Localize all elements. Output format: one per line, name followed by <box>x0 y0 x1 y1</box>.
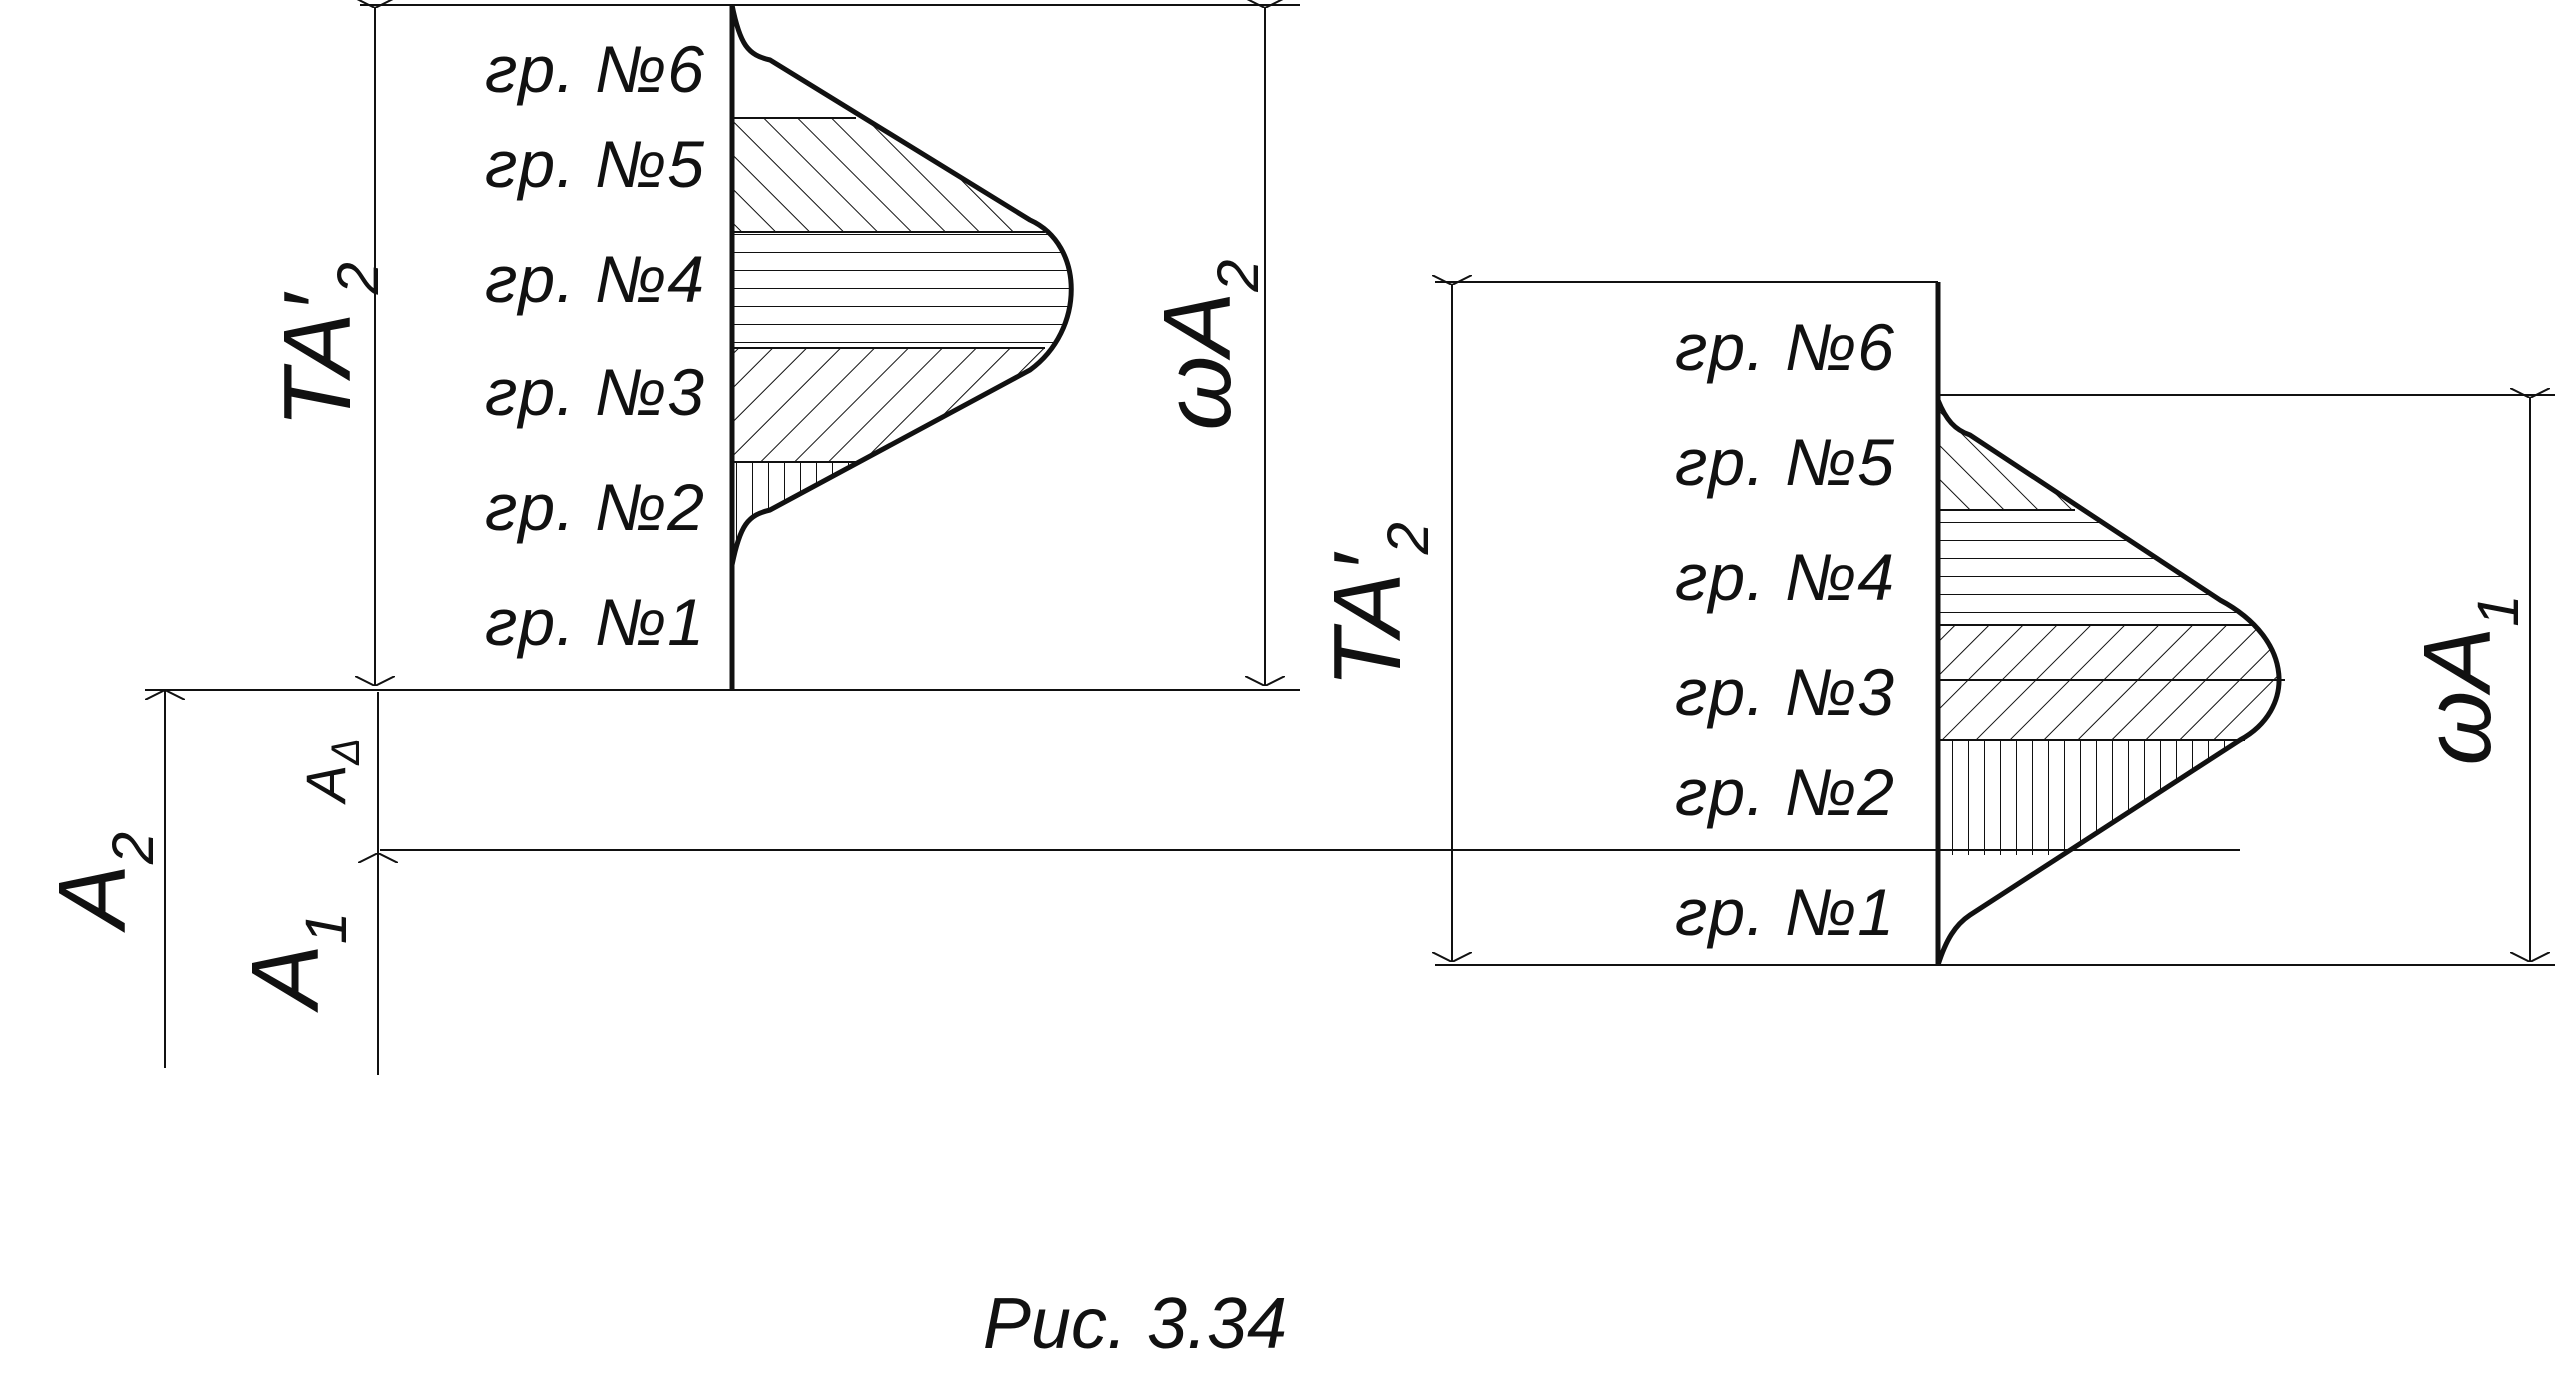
svg-text:ωA1: ωA1 <box>2404 594 2531 765</box>
adelta-label: AΔ <box>294 738 368 805</box>
left-chart-group-dividers <box>732 117 1045 463</box>
left-group-5-label: гр. №5 <box>485 127 705 201</box>
left-chart: гр. №6 гр. №5 гр. №4 гр. №3 гр. №2 гр. №… <box>145 4 1300 691</box>
svg-text:TA′2: TA′2 <box>1314 522 1441 688</box>
figure-caption: Рис. 3.34 <box>983 1284 1287 1364</box>
svg-text:A1: A1 <box>232 912 359 1013</box>
left-wa2-label: ωA2 <box>1144 259 1271 430</box>
right-group-1-label: гр. №1 <box>1675 875 1895 949</box>
right-distribution-curve <box>1935 399 2282 966</box>
a1-label: A1 <box>232 912 359 1013</box>
left-chart-hatching <box>732 118 1072 565</box>
left-ta2-label: TA′2 <box>264 262 391 428</box>
right-group-3-label: гр. №3 <box>1675 655 1895 729</box>
right-group-6-label: гр. №6 <box>1675 310 1895 384</box>
right-chart-group-dividers <box>1938 509 2285 741</box>
svg-text:ωA2: ωA2 <box>1144 259 1271 430</box>
a2-label: A2 <box>39 832 166 933</box>
right-chart: гр. №6 гр. №5 гр. №4 гр. №3 гр. №2 гр. №… <box>1314 282 2555 966</box>
left-group-4-label: гр. №4 <box>485 242 705 316</box>
right-group-5-label: гр. №5 <box>1675 425 1895 499</box>
right-group-4-label: гр. №4 <box>1675 540 1895 614</box>
left-distribution-curve <box>729 4 1074 566</box>
right-wa1-label: ωA1 <box>2404 594 2531 765</box>
left-group-3-label: гр. №3 <box>485 355 705 429</box>
left-group-2-label: гр. №2 <box>485 470 705 544</box>
left-group-6-label: гр. №6 <box>485 32 705 106</box>
assembly-dimensions: A2 A1 AΔ <box>39 690 2240 1075</box>
left-group-1-label: гр. №1 <box>485 585 705 659</box>
right-ta2-label: TA′2 <box>1314 522 1441 688</box>
svg-text:A2: A2 <box>39 832 166 933</box>
right-group-2-label: гр. №2 <box>1675 755 1895 829</box>
svg-text:TA′2: TA′2 <box>264 262 391 428</box>
svg-text:AΔ: AΔ <box>294 738 368 805</box>
